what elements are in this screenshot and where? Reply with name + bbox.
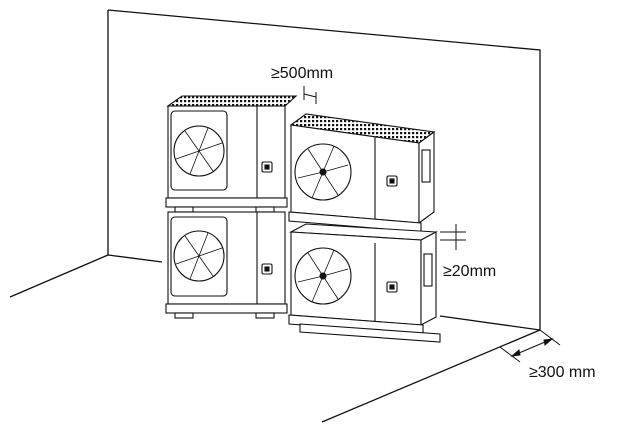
gap-between-units-label: ≥500mm: [271, 65, 333, 82]
dimension-300mm-marker: [499, 329, 561, 363]
dimension-500mm-marker: [303, 86, 317, 104]
floor-lines: [9, 254, 541, 423]
unit-bottom-right: [288, 223, 441, 343]
unit-top-left: [165, 95, 298, 213]
dimension-20mm-marker: [440, 224, 466, 250]
unit-top-right: [288, 113, 436, 233]
wall-clearance-label: ≥300 mm: [529, 364, 596, 381]
unit-bottom-left: [165, 211, 288, 319]
gap-between-tiers-label: ≥20mm: [443, 263, 496, 280]
wall: [107, 9, 541, 330]
